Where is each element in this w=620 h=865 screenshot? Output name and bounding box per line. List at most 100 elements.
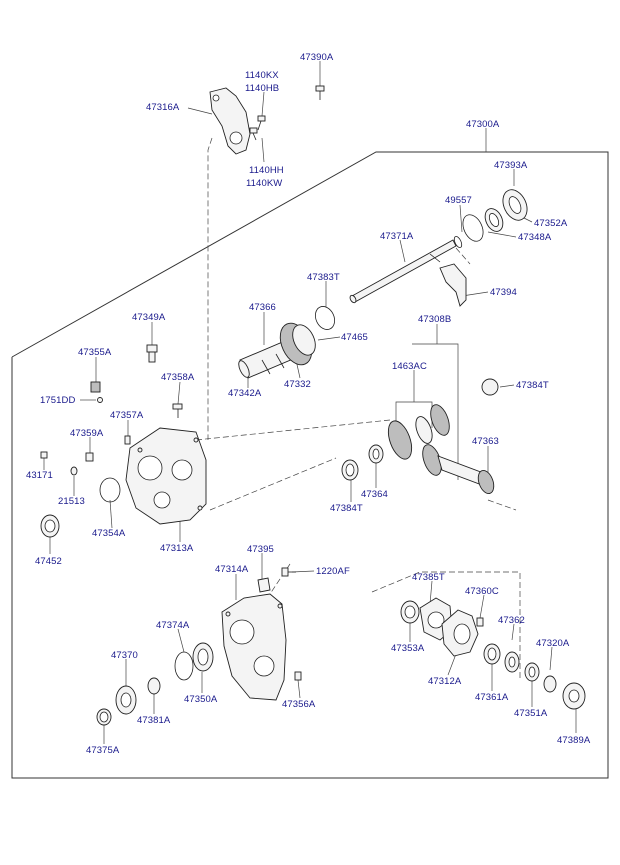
seal-47320a-icon (543, 675, 557, 693)
part-label: 1140HB (245, 83, 279, 94)
part-label: 47384T (516, 380, 549, 391)
bolt-43171-icon (40, 451, 48, 459)
part-label: 47320A (536, 638, 570, 649)
part-label: 1751DD (40, 395, 75, 406)
part-label: 47363 (472, 436, 499, 447)
part-label: 1220AF (316, 566, 350, 577)
pin-47356a-icon (294, 671, 302, 681)
part-label: 47350A (184, 694, 218, 705)
part-label: 47357A (110, 410, 144, 421)
shaft-47371a-icon (349, 239, 457, 304)
part-label: 47352A (534, 218, 568, 229)
front-case-47313a-icon (125, 427, 207, 525)
plate-47395-icon (257, 577, 271, 593)
part-label: 47354A (92, 528, 126, 539)
washer-21513-icon (70, 466, 78, 476)
seal-47393a-icon (502, 189, 528, 221)
assembly-frame (11, 151, 609, 779)
bolt-47390a-icon (315, 85, 325, 100)
bracket-47316a-icon (209, 87, 251, 155)
part-label: 47374A (156, 620, 190, 631)
bearing-47350a-icon (192, 642, 214, 672)
part-label: 47362 (498, 615, 525, 626)
part-label: 47300A (466, 119, 500, 130)
bearing-47361a-icon (483, 643, 501, 665)
sensor-47349a-icon (146, 344, 158, 363)
oil-guide-47394-icon (439, 263, 467, 307)
bearing-47352a-icon (484, 208, 504, 232)
snap-ring-47374a-icon (174, 651, 194, 681)
part-label: 47351A (514, 708, 548, 719)
o-ring-47383t-icon (314, 306, 336, 330)
bearing-47364-icon (368, 444, 384, 464)
part-label: 47370 (111, 650, 138, 661)
gear-set-1463ac-icon (387, 404, 450, 460)
part-label: 47332 (284, 379, 311, 390)
o-ring-47354a-icon (99, 477, 121, 503)
oil-seal-47452-icon (40, 514, 60, 538)
part-label: 47353A (391, 643, 425, 654)
part-label: 47364 (361, 489, 388, 500)
part-label: 47355A (78, 347, 112, 358)
part-label: 47394 (490, 287, 517, 298)
part-label: 47390A (300, 52, 334, 63)
snap-ring-47348a-icon (462, 214, 484, 242)
bolt-47360c-icon (476, 617, 484, 627)
flange-47389a-icon (562, 682, 586, 710)
part-label: 21513 (58, 496, 85, 507)
drive-gear-47363-icon (422, 444, 495, 494)
part-label: 47356A (282, 699, 316, 710)
part-label: 47384T (330, 503, 363, 514)
part-label: 47308B (418, 314, 451, 325)
seal-47353a-icon (400, 600, 420, 624)
part-label: 47360C (465, 586, 499, 597)
part-label: 43171 (26, 470, 53, 481)
bearing-47351a-icon (524, 662, 540, 682)
part-label: 1140KX (245, 70, 279, 81)
part-label: 47361A (475, 692, 509, 703)
part-label: 1463AC (392, 361, 427, 372)
part-label: 1140HH (249, 165, 284, 176)
assembly-guides (195, 137, 521, 680)
part-label: 47312A (428, 676, 462, 687)
bearing-47362-icon (504, 651, 520, 673)
part-label: 47465 (341, 332, 368, 343)
o-ring-47375a-icon (96, 708, 112, 726)
bearing-47384t-upper-icon (481, 378, 499, 396)
seal-47381a-icon (147, 677, 161, 695)
extension-housing-47312a-icon (441, 609, 479, 657)
part-label: 47383T (307, 272, 340, 283)
part-label: 47349A (132, 312, 166, 323)
pin-47357a-icon (124, 435, 131, 445)
bolt-47358a-icon (172, 403, 183, 418)
part-label: 47342A (228, 388, 262, 399)
part-label: 49557 (445, 195, 472, 206)
part-label: 47381A (137, 715, 171, 726)
ring-49557-icon (453, 236, 463, 248)
part-label: 47389A (557, 735, 591, 746)
bearing-47384t-lower-icon (341, 459, 359, 481)
part-label: 47316A (146, 102, 180, 113)
part-label: 47359A (70, 428, 104, 439)
part-label: 47452 (35, 556, 62, 567)
flange-47370-icon (115, 685, 137, 715)
part-label: 47314A (215, 564, 249, 575)
plug-47355a-icon (90, 381, 103, 403)
part-label: 47366 (249, 302, 276, 313)
bolt-1220af-icon (281, 567, 296, 577)
part-label: 1140KW (246, 178, 282, 189)
part-label: 47375A (86, 745, 120, 756)
part-label: 47313A (160, 543, 194, 554)
part-labels: 47390A 1140KX 1140HB 47316A 47300A 1140H… (26, 52, 591, 756)
pin-47359a-icon (85, 452, 94, 462)
part-label: 47385T (412, 572, 445, 583)
part-label: 47358A (161, 372, 195, 383)
part-label: 47371A (380, 231, 414, 242)
gear-47366-icon (238, 322, 316, 379)
part-label: 47395 (247, 544, 274, 555)
part-label: 47393A (494, 160, 528, 171)
rear-case-47314a-icon (221, 593, 287, 701)
part-label: 47348A (518, 232, 552, 243)
